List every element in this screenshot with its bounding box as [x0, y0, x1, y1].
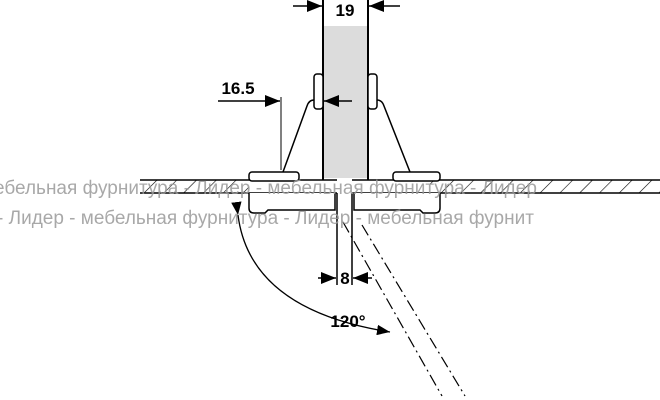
dimension-16-5: 16.5: [218, 79, 352, 170]
left-arm: [282, 99, 315, 173]
dimension-8-label: 8: [340, 269, 349, 288]
left-top-pad: [248, 171, 300, 182]
right-arm: [376, 99, 411, 173]
dimension-8: 8: [318, 269, 372, 288]
angle-120-label: 120°: [330, 312, 365, 331]
watermark-line-2: - Лидер - мебельная фурнитура - Лидер - …: [0, 208, 534, 229]
dimension-16-5-label: 16.5: [221, 79, 254, 98]
left-clip: [313, 73, 324, 110]
watermark-line-1: ебельная фурнитура - Лидер - мебельная ф…: [0, 178, 537, 199]
dimension-19-label: 19: [336, 1, 355, 20]
right-clip: [367, 73, 378, 110]
angle-120: 120°: [231, 201, 391, 336]
glass-panel: [323, 26, 368, 178]
open-door-line-2: [361, 224, 466, 397]
right-top-pad: [392, 171, 441, 182]
dimension-19: 19: [293, 0, 400, 20]
open-door-line-1: [342, 221, 443, 397]
